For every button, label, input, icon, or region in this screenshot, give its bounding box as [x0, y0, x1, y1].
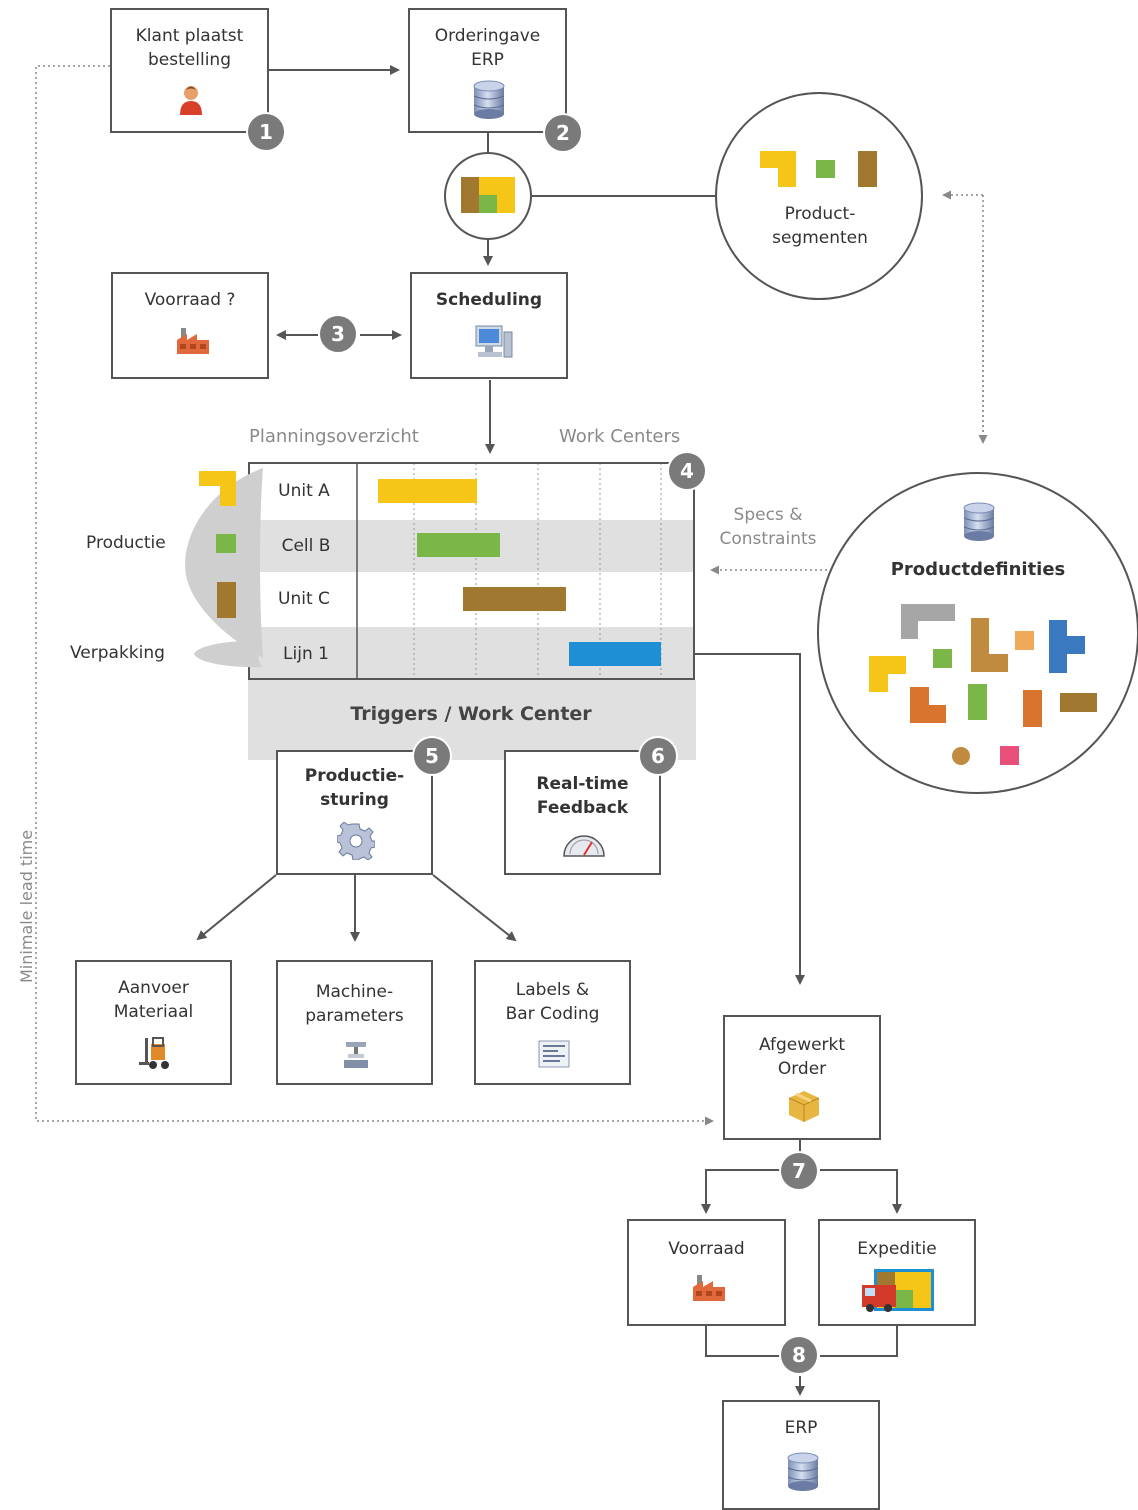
voorraad-node: Voorraad — [627, 1219, 786, 1326]
factory-icon — [177, 328, 209, 354]
step-badge-8: 8 — [779, 1335, 819, 1375]
bar-unit-c — [463, 587, 566, 611]
verpakking-label: Verpakking — [70, 643, 165, 663]
productiesturing-node: Productie- sturing — [276, 750, 433, 875]
product-segments-circle — [715, 92, 923, 300]
truck-icon — [862, 1269, 934, 1312]
scheduling-label: Scheduling — [435, 290, 543, 310]
machine-label: Machine- parameters — [305, 982, 404, 1026]
bar-cell-b — [417, 533, 500, 557]
erp-node: ERP — [722, 1400, 880, 1510]
segment-merge-circle — [444, 152, 532, 240]
productsegmenten-label: Product- segmenten — [772, 204, 868, 248]
aanvoer-label: Aanvoer Materiaal — [113, 978, 194, 1022]
step-badge-1: 1 — [246, 112, 286, 152]
realtime-node: Real-time Feedback — [504, 750, 661, 875]
afgewerkt-label: Afgewerkt Order — [758, 1035, 846, 1079]
scheduling-node: Scheduling — [410, 272, 568, 379]
work-centers-label: Work Centers — [559, 426, 681, 447]
computer-icon — [475, 325, 513, 358]
klant-label: Klant plaatst bestelling — [135, 26, 244, 70]
aanvoer-node: Aanvoer Materiaal — [75, 960, 232, 1085]
lead-time-loop — [35, 65, 714, 1126]
machine-node: Machine- parameters — [276, 960, 433, 1085]
step-badge-5: 5 — [412, 736, 452, 776]
voorraad-check-label: Voorraad ? — [144, 290, 236, 310]
labels-label: Labels & Bar Coding — [505, 980, 600, 1024]
database-icon — [787, 1452, 819, 1491]
klant-node: Klant plaatst bestelling — [110, 8, 269, 133]
expeditie-node: Expeditie — [818, 1219, 976, 1326]
bar-unit-a — [378, 479, 477, 503]
step-badge-6: 6 — [638, 736, 678, 776]
productie-label: Productie — [86, 533, 166, 553]
voorraad-label: Voorraad — [668, 1239, 745, 1259]
gantt-row-label: Unit C — [278, 589, 330, 609]
expeditie-label: Expeditie — [857, 1239, 937, 1259]
step-badge-3: 3 — [318, 314, 358, 354]
product-definitions-circle — [817, 472, 1138, 794]
package-icon — [788, 1091, 820, 1122]
lead-time-label: Minimale lead time — [17, 829, 36, 983]
flow-connectors — [196, 65, 902, 1396]
factory-icon — [693, 1275, 725, 1301]
voorraad-check-node: Voorraad ? — [111, 272, 269, 379]
person-icon — [180, 86, 202, 115]
realtime-label: Real-time Feedback — [536, 774, 629, 818]
erp-label: ERP — [784, 1418, 818, 1438]
barcode-label-icon — [538, 1040, 570, 1068]
productiesturing-label: Productie- sturing — [304, 766, 405, 810]
database-icon — [963, 502, 995, 541]
bar-lijn-1 — [569, 642, 661, 666]
triggers-label: Triggers / Work Center — [350, 703, 592, 725]
ordering-node: Orderingave ERP — [408, 8, 567, 133]
planningsoverzicht-label: Planningsoverzicht — [249, 426, 419, 447]
ordering-label: Orderingave ERP — [434, 26, 541, 70]
gantt-row-label: Lijn 1 — [283, 644, 329, 664]
forklift-icon — [139, 1037, 169, 1069]
step-badge-7: 7 — [779, 1151, 819, 1191]
afgewerkt-node: Afgewerkt Order — [723, 1015, 881, 1140]
step-badge-4: 4 — [667, 451, 707, 491]
gauge-icon — [563, 835, 605, 857]
specs-constraints-label: Specs & Constraints — [719, 505, 817, 549]
productdefinities-label: Productdefinities — [890, 559, 1066, 580]
gantt-panel — [185, 462, 696, 760]
database-icon — [473, 80, 505, 119]
segment-definition-link — [710, 190, 988, 575]
step-badge-2: 2 — [543, 113, 583, 153]
labels-node: Labels & Bar Coding — [474, 960, 631, 1085]
gantt-row-label: Cell B — [281, 536, 331, 556]
press-icon — [344, 1042, 368, 1068]
gear-icon — [337, 822, 375, 860]
gantt-row-label: Unit A — [278, 481, 330, 501]
